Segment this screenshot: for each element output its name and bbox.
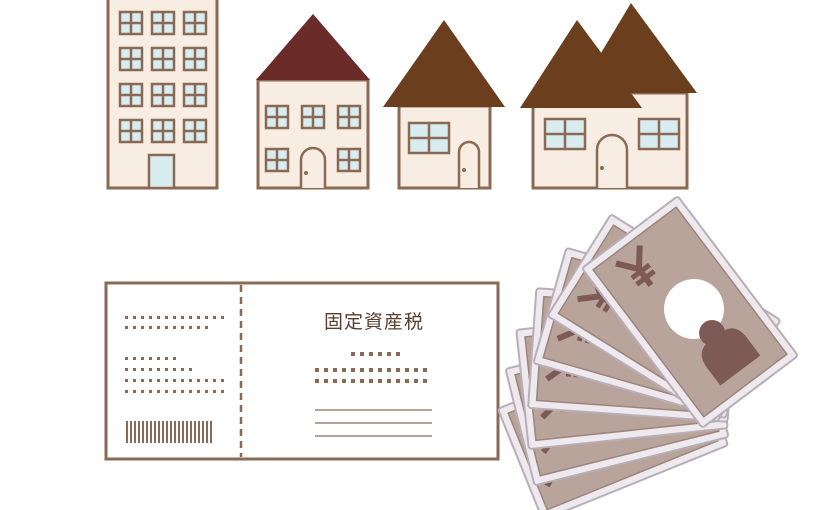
- house-icon: [256, 14, 370, 190]
- double-roof-house-icon: [520, 3, 697, 190]
- notice-lines: [315, 409, 432, 437]
- tax-notice-card: 固定資産税: [104, 281, 500, 461]
- notice-stub-dots: [125, 316, 224, 393]
- barcode: [126, 421, 212, 443]
- apartment-building-icon: [106, 0, 219, 190]
- notice-body-dots: [315, 352, 427, 383]
- tax-notice-title: 固定資産税: [324, 311, 424, 333]
- small-house-icon: [383, 20, 505, 190]
- yen-banknote-fan: [498, 196, 798, 510]
